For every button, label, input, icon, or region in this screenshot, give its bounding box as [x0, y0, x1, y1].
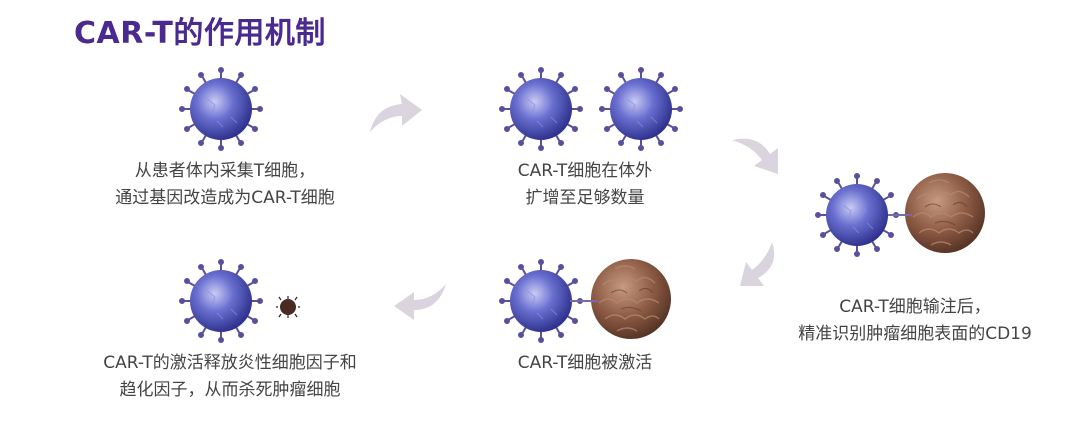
- step-4-line-1: CAR-T细胞被激活: [480, 350, 690, 377]
- curved-arrow-icon: [730, 132, 786, 176]
- step-2-line-1: CAR-T细胞在体外: [480, 158, 690, 185]
- step-4-caption: CAR-T细胞被激活: [480, 350, 690, 377]
- t-cell-icon: [176, 64, 266, 154]
- tumor-cell-icon: [900, 166, 990, 260]
- binding-link-icon: [888, 210, 912, 220]
- page-title: CAR-T的作用机制: [74, 8, 326, 52]
- t-cell-icon: [596, 64, 686, 154]
- t-cell-icon: [176, 256, 266, 346]
- step-2-line-2: 扩增至足够数量: [480, 185, 690, 212]
- t-cell-icon: [496, 64, 586, 154]
- curved-arrow-icon: [368, 92, 424, 136]
- step-3-line-2: 精准识别肿瘤细胞表面的CD19: [770, 321, 1060, 348]
- curved-arrow-icon: [392, 280, 448, 324]
- step-1-line-2: 通过基因改造成为CAR-T细胞: [100, 185, 350, 212]
- dead-tumor-cell-icon: [276, 296, 300, 318]
- step-5-line-2: 趋化因子，从而杀死肿瘤细胞: [70, 377, 390, 404]
- tumor-cell-icon: [586, 252, 676, 346]
- step-5-line-1: CAR-T的激活释放炎性细胞因子和: [70, 350, 390, 377]
- step-2-caption: CAR-T细胞在体外 扩增至足够数量: [480, 158, 690, 212]
- step-1-line-1: 从患者体内采集T细胞，: [100, 158, 350, 185]
- curved-arrow-icon: [738, 240, 786, 290]
- step-3-caption: CAR-T细胞输注后， 精准识别肿瘤细胞表面的CD19: [770, 294, 1060, 348]
- step-1-caption: 从患者体内采集T细胞， 通过基因改造成为CAR-T细胞: [100, 158, 350, 212]
- binding-link-icon: [570, 296, 598, 306]
- step-3-line-1: CAR-T细胞输注后，: [770, 294, 1060, 321]
- step-5-caption: CAR-T的激活释放炎性细胞因子和 趋化因子，从而杀死肿瘤细胞: [70, 350, 390, 404]
